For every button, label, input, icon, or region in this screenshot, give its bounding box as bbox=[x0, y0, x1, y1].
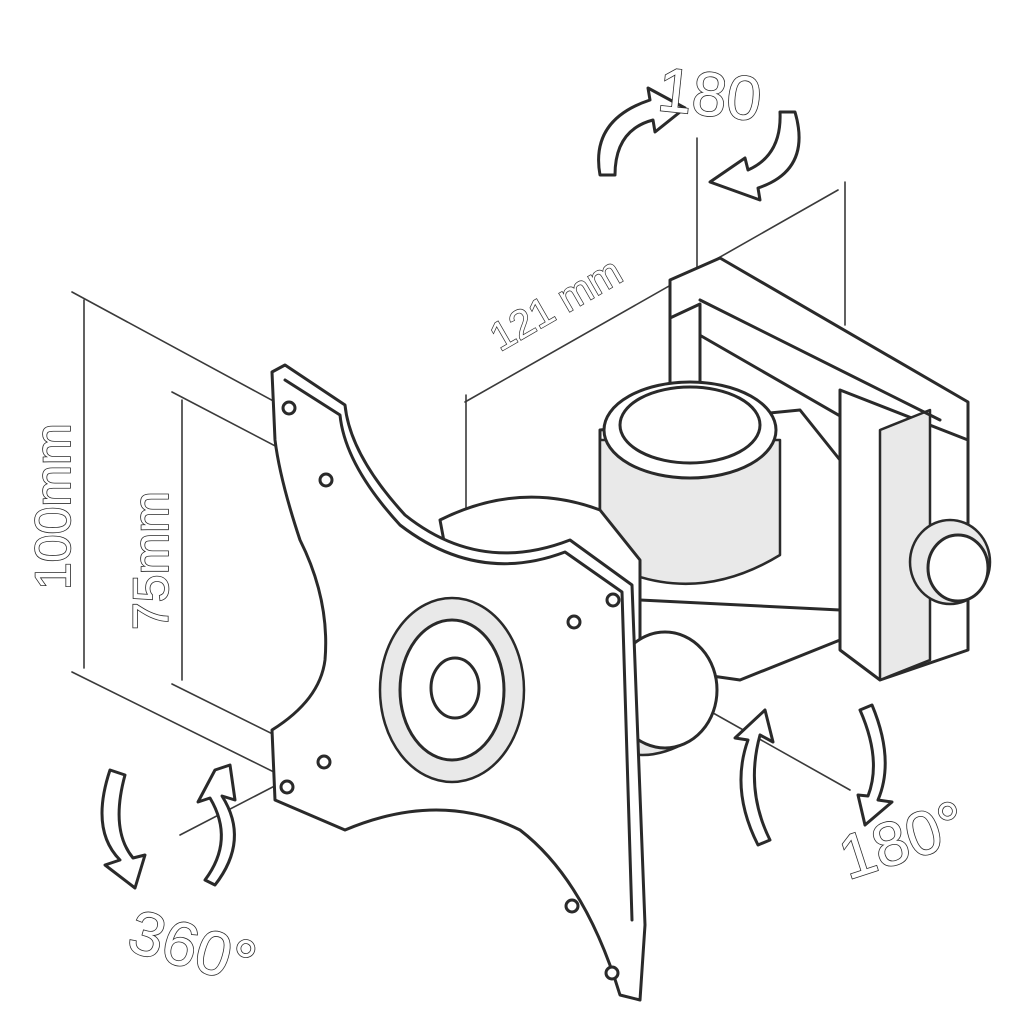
rotation-arrows bbox=[100, 86, 894, 890]
rotate-arrow-icon bbox=[196, 763, 237, 887]
label-height-inner: 75mm bbox=[123, 491, 179, 630]
pivot-housing bbox=[598, 380, 842, 682]
screw-hole bbox=[281, 400, 297, 416]
pivot-cylinder-inner bbox=[618, 385, 762, 465]
label-height-outer: 100mm bbox=[25, 423, 81, 590]
vesa-plate bbox=[270, 363, 647, 1002]
dimension-line-121mm bbox=[464, 189, 839, 403]
screw-hole bbox=[566, 614, 582, 630]
bracket-rail bbox=[878, 408, 932, 682]
rotate-arrow-icon bbox=[100, 768, 147, 890]
vesa-plate-bevel bbox=[283, 378, 634, 922]
rotate-arrow-icon bbox=[708, 110, 801, 202]
screw-hole bbox=[564, 898, 580, 914]
tilt-axis-line bbox=[689, 699, 851, 791]
rotate-arrow-icon bbox=[733, 708, 775, 847]
label-left-rotation: 360° bbox=[121, 897, 263, 999]
bracket-edge bbox=[698, 298, 942, 422]
rotate-arrow-icon bbox=[856, 703, 894, 827]
screw-hole bbox=[318, 472, 334, 488]
plate-hub-hole bbox=[429, 656, 481, 720]
rotate-arrow-icon bbox=[597, 86, 687, 177]
wall-bracket bbox=[668, 256, 992, 682]
screw-hole bbox=[604, 965, 620, 981]
extension-line bbox=[71, 291, 291, 411]
label-right-rotation: 180° bbox=[831, 788, 974, 893]
extension-line bbox=[71, 671, 291, 781]
screw-hole bbox=[605, 592, 621, 608]
housing-edge bbox=[638, 598, 842, 612]
label-width: 121 mm bbox=[483, 249, 630, 359]
label-top-rotation: 180 bbox=[655, 55, 765, 134]
screw-hole bbox=[279, 779, 295, 795]
screw-hole bbox=[316, 754, 332, 770]
labels: 180 121 mm 100mm 75mm 180° 360° bbox=[24, 55, 975, 1000]
locking-knob-face bbox=[926, 533, 990, 603]
